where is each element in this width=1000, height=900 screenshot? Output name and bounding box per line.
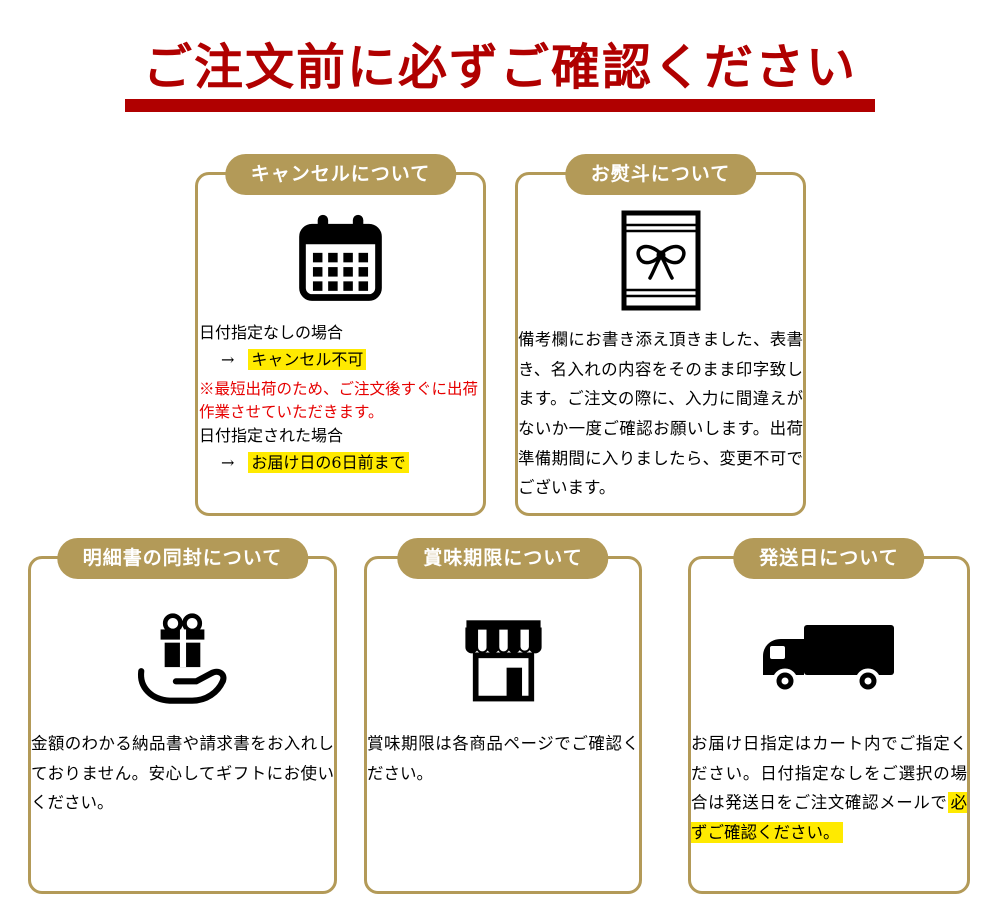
- cancel-case1-label: 日付指定なしの場合: [199, 323, 344, 342]
- card-statement: 明細書の同封について 金額のわかる納品書や請求書をお入れしておりません。安心して…: [28, 538, 337, 894]
- card-cancellation-heading: キャンセルについて: [224, 154, 457, 195]
- hand-gift-icon: [127, 605, 239, 717]
- cancel-case2-highlight: お届け日の6日前まで: [248, 451, 409, 473]
- calendar-icon: [293, 209, 388, 309]
- card-expiry-body: 賞味期限は各商品ページでご確認ください。: [367, 734, 639, 783]
- card-shipping-heading: 発送日について: [733, 538, 925, 579]
- cancel-case2-label: 日付指定された場合: [199, 426, 344, 446]
- card-statement-heading: 明細書の同封について: [56, 538, 309, 579]
- card-shipping-body: お届け日指定はカート内でご指定ください。日付指定なしをご選択の場合は発送日をご注…: [674, 717, 984, 848]
- card-shipping: 発送日について お届け日指定はカート内でご指定ください。日付指定なしをご選択の場…: [688, 538, 970, 894]
- noshi-gift-wrap-icon: [611, 205, 711, 315]
- cancel-case2-result: → お届け日の6日前まで: [199, 449, 484, 481]
- card-statement-body: 金額のわかる納品書や請求書をお入れしておりません。安心してギフトにお使いください…: [31, 734, 334, 813]
- shipping-body-text: お届け日指定はカート内でご指定ください。日付指定なしをご選択の場合は発送日をご注…: [691, 734, 967, 813]
- card-cancellation: キャンセルについて 日付指定なしの場合 → キャンセル不可 ※最短出荷のため、ご注…: [195, 154, 486, 516]
- cancel-case1-highlight: キャンセル不可: [248, 348, 367, 370]
- page-title: ご注文前に必ずご確認ください: [142, 38, 857, 96]
- delivery-truck-icon: [754, 605, 904, 717]
- storefront-icon: [452, 605, 555, 717]
- card-expiry: 賞味期限について 賞味期限は各商品ページでご確認ください。: [364, 538, 642, 894]
- card-expiry-heading: 賞味期限について: [397, 538, 609, 579]
- cancel-warning-note: ※最短出荷のため、ご注文後すぐに出荷作業させていただきます。: [199, 379, 479, 421]
- cancel-case1-result: → キャンセル不可: [199, 346, 484, 378]
- title-underline-bar: [125, 99, 875, 112]
- card-noshi: お熨斗について 備考欄にお書き添え頂きました、表書き、名入れ: [515, 154, 806, 516]
- arrow-glyph: →: [221, 349, 235, 369]
- card-noshi-body: 備考欄にお書き添え頂きました、表書き、名入れの内容をそのまま印字致します。ご注文…: [518, 330, 803, 498]
- card-cancellation-body: 日付指定なしの場合 → キャンセル不可 ※最短出荷のため、ご注文後すぐに出荷作業さ…: [185, 309, 496, 481]
- card-noshi-heading: お熨斗について: [564, 154, 757, 195]
- arrow-glyph: →: [221, 452, 235, 472]
